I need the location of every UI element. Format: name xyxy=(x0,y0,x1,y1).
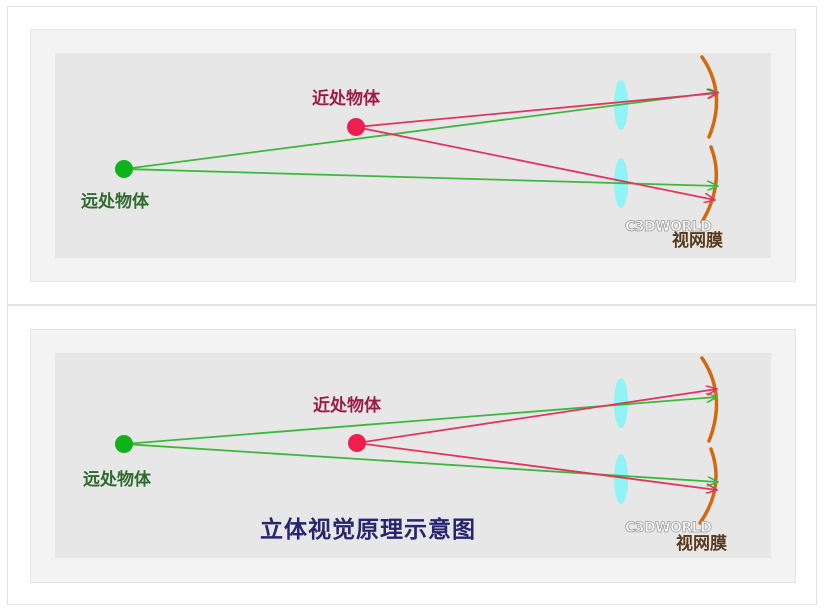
near-object-label: 近处物体 xyxy=(313,396,381,416)
watermark-text: C3DWORLD xyxy=(625,520,713,537)
image-divider xyxy=(7,304,817,306)
figure-2-svg xyxy=(115,356,771,525)
diagram-title: 立体视觉原理示意图 xyxy=(260,517,476,543)
retina-upper-arc xyxy=(700,356,719,443)
far-ray-upper xyxy=(123,397,717,445)
near-ray-upper xyxy=(355,93,718,128)
far-ray-upper xyxy=(123,92,718,170)
near-ray-upper xyxy=(356,389,717,444)
retina-lower-arc xyxy=(700,145,719,224)
retina-lower-arc xyxy=(698,447,718,525)
retina-label: 视网膜 xyxy=(672,231,723,251)
near-object-dot xyxy=(348,434,366,452)
watermark: C3DWORLD xyxy=(625,520,713,537)
far-ray-lower xyxy=(123,443,718,482)
figure-1-svg xyxy=(115,55,771,224)
figure-2-diagram: 近处物体 远处物体 立体视觉原理示意图 C3DWORLD 视网膜 xyxy=(55,353,771,558)
watermark-text: C3DWORLD xyxy=(625,219,713,236)
far-object-dot xyxy=(115,435,133,453)
watermark: C3DWORLD xyxy=(625,219,713,236)
far-object-dot xyxy=(115,160,133,178)
figure-1-diagram: 近处物体 远处物体 C3DWORLD 视网膜 xyxy=(55,53,771,258)
far-object-label: 远处物体 xyxy=(81,192,149,212)
near-object-dot xyxy=(347,118,365,136)
far-object-label: 远处物体 xyxy=(83,470,151,490)
far-ray-lower xyxy=(123,168,718,186)
retina-upper-arc xyxy=(700,55,719,139)
retina-label: 视网膜 xyxy=(676,534,727,554)
lens-lower xyxy=(614,454,628,504)
near-ray-lower xyxy=(356,442,717,490)
near-object-label: 近处物体 xyxy=(312,89,380,109)
near-ray-lower xyxy=(355,126,715,200)
